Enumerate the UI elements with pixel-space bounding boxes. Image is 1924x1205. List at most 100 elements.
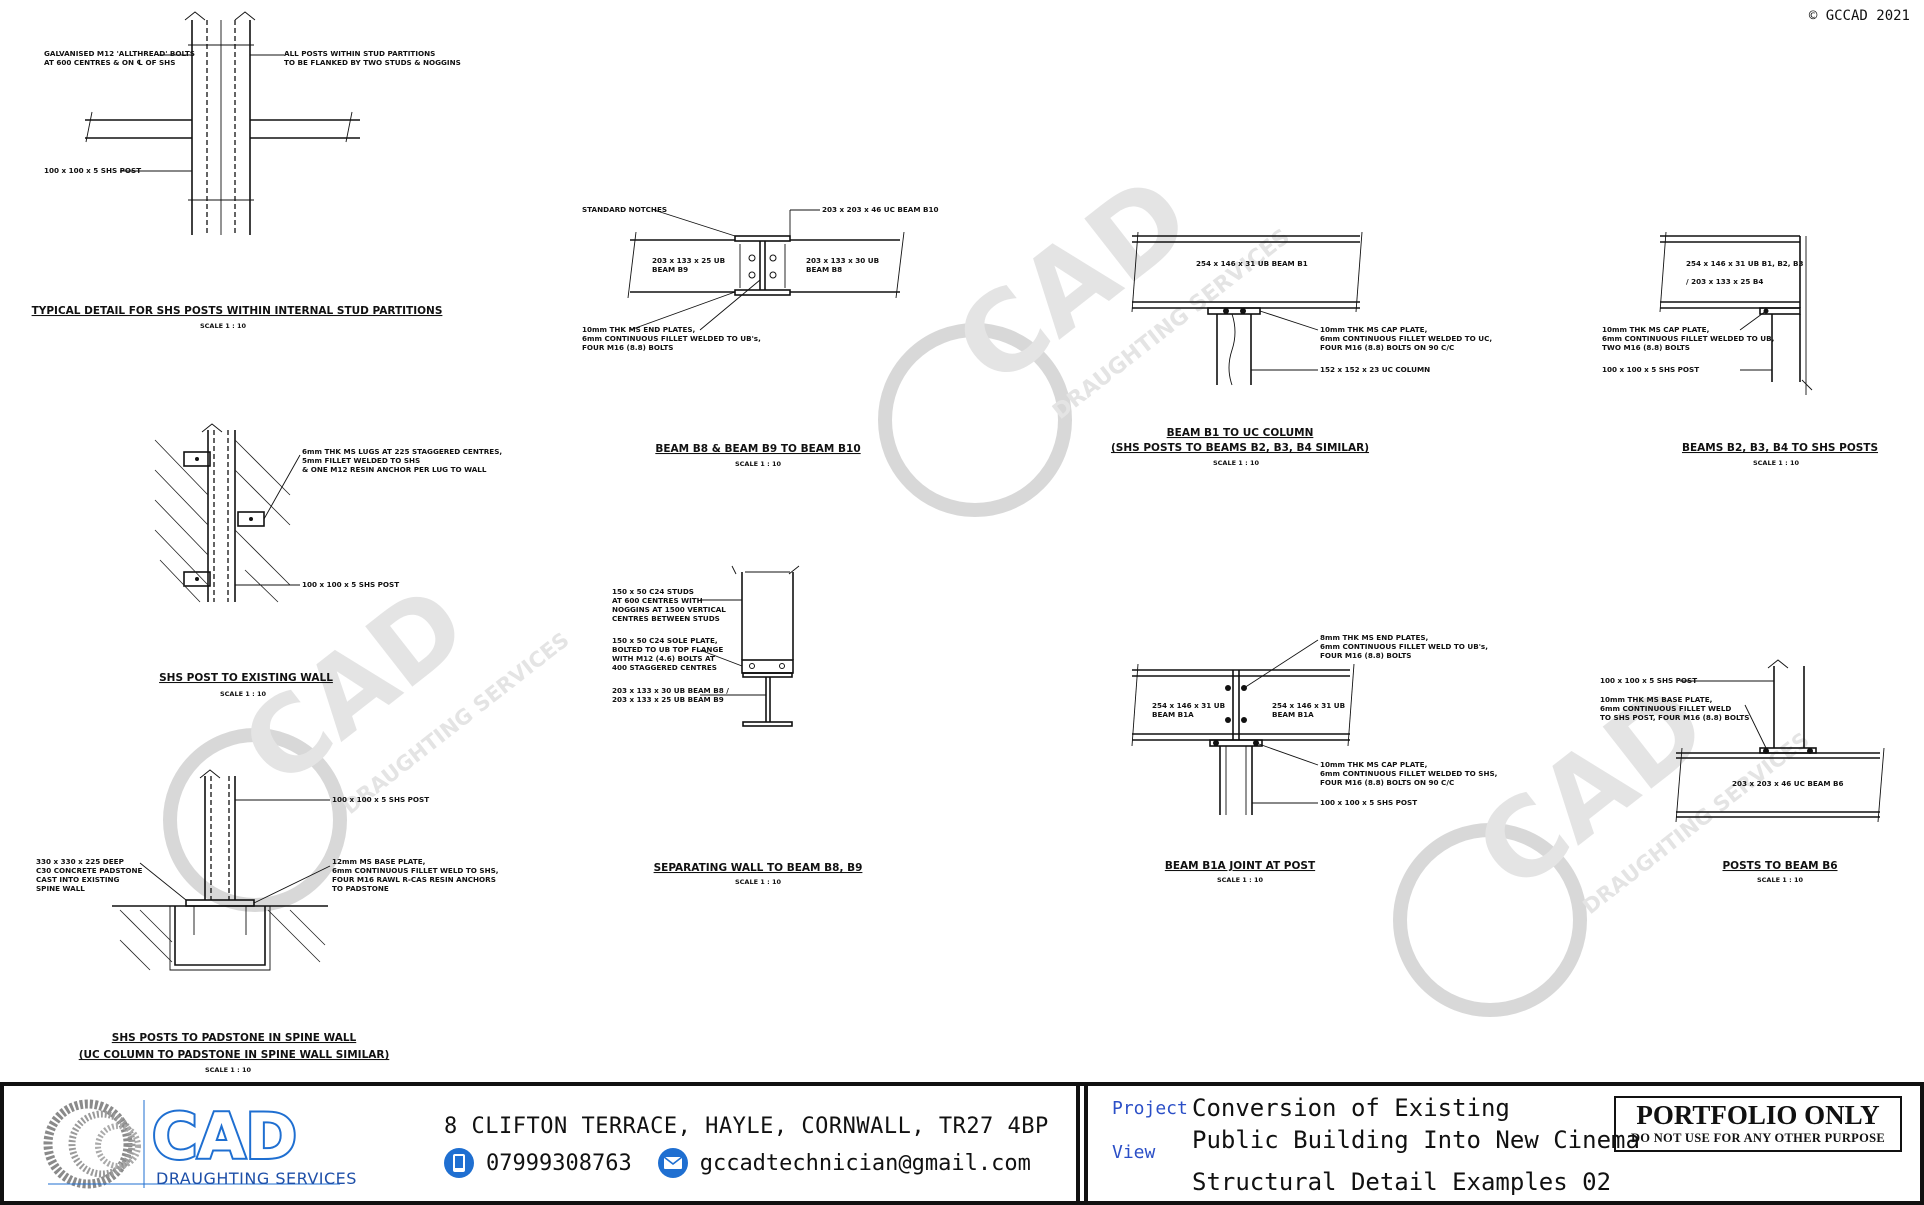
svg-text:GALVANISED M12 'ALLTHREAD' BOL: GALVANISED M12 'ALLTHREAD' BOLTS: [44, 49, 195, 58]
svg-text:400 STAGGERED CENTRES: 400 STAGGERED CENTRES: [612, 663, 717, 672]
svg-text:6mm CONTINUOUS FILLET WELD TO: 6mm CONTINUOUS FILLET WELD TO SHS,: [332, 866, 499, 875]
company-address: 8 CLIFTON TERRACE, HAYLE, CORNWALL, TR27…: [444, 1114, 1049, 1139]
svg-text:10mm THK MS CAP PLATE,: 10mm THK MS CAP PLATE,: [1320, 325, 1427, 334]
svg-text:203 x 133 x 30 UB BEAM B8 /: 203 x 133 x 30 UB BEAM B8 /: [612, 686, 729, 695]
svg-text:10mm THK MS END PLATES,: 10mm THK MS END PLATES,: [582, 325, 695, 334]
svg-text:10mm THK MS CAP PLATE,: 10mm THK MS CAP PLATE,: [1320, 760, 1427, 769]
svg-text:TO SHS POST, FOUR M16 (8.8) BO: TO SHS POST, FOUR M16 (8.8) BOLTS: [1600, 713, 1749, 722]
svg-text:100 x 100 x 5 SHS POST: 100 x 100 x 5 SHS POST: [44, 166, 141, 175]
svg-text:203 x 203 x 46 UC BEAM B6: 203 x 203 x 46 UC BEAM B6: [1732, 779, 1844, 788]
detail-6-subtitle: (SHS POSTS TO BEAMS B2, B3, B4 SIMILAR): [1111, 442, 1369, 454]
contact-row: 07999308763 gccadtechnician@gmail.com: [444, 1148, 1031, 1178]
view-label: View: [1112, 1142, 1156, 1163]
svg-text:6mm CONTINUOUS FILLET WELDED T: 6mm CONTINUOUS FILLET WELDED TO UC,: [1320, 334, 1492, 343]
svg-text:& ONE M12 RESIN ANCHOR PER LUG: & ONE M12 RESIN ANCHOR PER LUG TO WALL: [302, 465, 487, 474]
detail-beams-b2-b3-b4-shs: 254 x 146 x 31 UB B1, B2, B3 / 203 x 133…: [1602, 231, 1878, 467]
svg-text:ALL POSTS WITHIN STUD PARTITIO: ALL POSTS WITHIN STUD PARTITIONS: [284, 49, 435, 58]
detail-posts-beam-b6: 100 x 100 x 5 SHS POST 10mm THK MS BASE …: [1600, 659, 1885, 884]
svg-text:FOUR M16 (8.8) BOLTS: FOUR M16 (8.8) BOLTS: [1320, 651, 1411, 660]
svg-text:SCALE 1 : 10: SCALE 1 : 10: [735, 460, 781, 468]
svg-text:254 x 146 x 31 UB: 254 x 146 x 31 UB: [1152, 701, 1225, 710]
detail-beam-b1a-joint: 8mm THK MS END PLATES, 6mm CONTINUOUS FI…: [1131, 633, 1497, 884]
svg-text:AT 600 CENTRES WITH: AT 600 CENTRES WITH: [612, 596, 703, 605]
title-block-contact: CAD DRAUGHTING SERVICES 8 CLIFTON TERRAC…: [4, 1086, 1080, 1201]
svg-text:100 x 100 x 5 SHS POST: 100 x 100 x 5 SHS POST: [1602, 365, 1699, 374]
svg-text:254 x 146 x 31 UB: 254 x 146 x 31 UB: [1272, 701, 1345, 710]
svg-text:330 x 330 x 225 DEEP: 330 x 330 x 225 DEEP: [36, 857, 124, 866]
portfolio-stamp: PORTFOLIO ONLY DO NOT USE FOR ANY OTHER …: [1614, 1096, 1902, 1152]
detail-3-subtitle: (UC COLUMN TO PADSTONE IN SPINE WALL SIM…: [79, 1049, 390, 1061]
svg-text:203 x 203 x 46 UC BEAM B10: 203 x 203 x 46 UC BEAM B10: [822, 205, 939, 214]
svg-text:TO PADSTONE: TO PADSTONE: [332, 884, 389, 893]
svg-text:SPINE WALL: SPINE WALL: [36, 884, 85, 893]
watermark-brand: CAD: [932, 151, 1213, 410]
detail-separating-wall-beam: 150 x 50 C24 STUDS AT 600 CENTRES WITH N…: [612, 565, 863, 886]
svg-text:100 x 100 x 5 SHS POST: 100 x 100 x 5 SHS POST: [1600, 676, 1697, 685]
watermark-centre: CAD DRAUGHTING SERVICES: [878, 151, 1295, 517]
svg-text:TO BE FLANKED BY TWO STUDS & N: TO BE FLANKED BY TWO STUDS & NOGGINS: [284, 58, 461, 67]
wall-hatch-left: [154, 439, 209, 603]
svg-text:SCALE 1 : 10: SCALE 1 : 10: [735, 878, 781, 886]
svg-text:SCALE 1 : 10: SCALE 1 : 10: [220, 690, 266, 698]
svg-text:CAD: CAD: [220, 562, 489, 809]
svg-text:203 x 133 x 25 UB: 203 x 133 x 25 UB: [652, 256, 725, 265]
svg-text:SCALE 1 : 10: SCALE 1 : 10: [200, 322, 246, 330]
detail-shs-post-stud-partition: GALVANISED M12 'ALLTHREAD' BOLTS AT 600 …: [32, 11, 461, 330]
svg-text:FOUR M16 (8.8) BOLTS: FOUR M16 (8.8) BOLTS: [582, 343, 673, 352]
svg-text:6mm CONTINUOUS FILLET WELD TO: 6mm CONTINUOUS FILLET WELD TO UB's,: [1320, 642, 1488, 651]
svg-text:6mm CONTINUOUS FILLET WELDED T: 6mm CONTINUOUS FILLET WELDED TO UB,: [1602, 334, 1774, 343]
phone-icon: [444, 1148, 474, 1178]
wall-hatch-right: [234, 439, 291, 603]
detail-shs-padstone-spine-wall: 100 x 100 x 5 SHS POST 330 x 330 x 225 D…: [36, 769, 499, 1074]
svg-text:254 x 146 x 31 UB B1, B2, B3: 254 x 146 x 31 UB B1, B2, B3: [1686, 259, 1804, 268]
svg-text:6mm CONTINUOUS FILLET WELDED T: 6mm CONTINUOUS FILLET WELDED TO SHS,: [1320, 769, 1497, 778]
project-name-line-1: Conversion of Existing: [1192, 1094, 1510, 1122]
svg-text:CAST INTO EXISTING: CAST INTO EXISTING: [36, 875, 120, 884]
detail-1-title: TYPICAL DETAIL FOR SHS POSTS WITHIN INTE…: [32, 305, 443, 317]
svg-text:150 x 50 C24 SOLE PLATE,: 150 x 50 C24 SOLE PLATE,: [612, 636, 718, 645]
portfolio-stamp-main: PORTFOLIO ONLY: [1636, 1100, 1880, 1130]
copyright-label: © GCCAD 2021: [1808, 8, 1910, 24]
svg-text:/ 203 x 133 x 25 B4: / 203 x 133 x 25 B4: [1686, 277, 1763, 286]
svg-text:5mm FILLET WELDED TO SHS: 5mm FILLET WELDED TO SHS: [302, 456, 420, 465]
svg-text:12mm MS BASE PLATE,: 12mm MS BASE PLATE,: [332, 857, 425, 866]
svg-text:BEAM B9: BEAM B9: [652, 265, 688, 274]
svg-text:SCALE 1 : 10: SCALE 1 : 10: [1757, 876, 1803, 884]
svg-text:254 x 146 x 31 UB BEAM B1: 254 x 146 x 31 UB BEAM B1: [1196, 259, 1308, 268]
detail-5-title: SEPARATING WALL TO BEAM B8, B9: [654, 862, 863, 874]
svg-text:BEAM B1A: BEAM B1A: [1272, 710, 1314, 719]
svg-text:AT 600 CENTRES & ON ℄ OF SHS: AT 600 CENTRES & ON ℄ OF SHS: [44, 58, 175, 67]
svg-text:6mm CONTINUOUS FILLET WELD: 6mm CONTINUOUS FILLET WELD: [1600, 704, 1731, 713]
phone-number: 07999308763: [486, 1150, 632, 1176]
svg-text:SCALE 1 : 10: SCALE 1 : 10: [205, 1066, 251, 1074]
svg-text:SCALE 1 : 10: SCALE 1 : 10: [1213, 459, 1259, 467]
svg-text:BOLTED TO UB TOP FLANGE: BOLTED TO UB TOP FLANGE: [612, 645, 723, 654]
logo-tagline: DRAUGHTING SERVICES: [156, 1169, 357, 1188]
svg-text:152 x 152 x 23 UC COLUMN: 152 x 152 x 23 UC COLUMN: [1320, 365, 1430, 374]
svg-text:TWO M16 (8.8) BOLTS: TWO M16 (8.8) BOLTS: [1602, 343, 1690, 352]
svg-text:SCALE 1 : 10: SCALE 1 : 10: [1753, 459, 1799, 467]
svg-text:8mm THK MS END PLATES,: 8mm THK MS END PLATES,: [1320, 633, 1428, 642]
svg-text:6mm THK MS LUGS AT 225 STAGGER: 6mm THK MS LUGS AT 225 STAGGERED CENTRES…: [302, 447, 502, 456]
portfolio-stamp-sub: DO NOT USE FOR ANY OTHER PURPOSE: [1630, 1131, 1886, 1145]
logo-wordmark: CAD: [152, 1100, 297, 1173]
svg-text:6mm CONTINUOUS FILLET WELDED T: 6mm CONTINUOUS FILLET WELDED TO UB's,: [582, 334, 761, 343]
svg-text:BEAM B8: BEAM B8: [806, 265, 842, 274]
detail-2-title: SHS POST TO EXISTING WALL: [159, 672, 333, 684]
detail-8-title: BEAMS B2, B3, B4 TO SHS POSTS: [1682, 442, 1878, 454]
svg-text:100 x 100 x 5 SHS POST: 100 x 100 x 5 SHS POST: [302, 580, 399, 589]
svg-text:C30 CONCRETE PADSTONE: C30 CONCRETE PADSTONE: [36, 866, 143, 875]
svg-text:150 x 50 C24 STUDS: 150 x 50 C24 STUDS: [612, 587, 694, 596]
watermark-left: CAD DRAUGHTING SERVICES: [163, 562, 574, 912]
svg-text:WITH M12 (4.6) BOLTS AT: WITH M12 (4.6) BOLTS AT: [612, 654, 715, 663]
svg-text:CENTRES BETWEEN STUDS: CENTRES BETWEEN STUDS: [612, 614, 720, 623]
project-label: Project: [1112, 1098, 1188, 1119]
svg-text:STANDARD NOTCHES: STANDARD NOTCHES: [582, 205, 667, 214]
svg-text:10mm THK MS CAP PLATE,: 10mm THK MS CAP PLATE,: [1602, 325, 1709, 334]
svg-text:BEAM B1A: BEAM B1A: [1152, 710, 1194, 719]
detail-9-title: POSTS TO BEAM B6: [1722, 860, 1837, 872]
email-icon: [657, 1148, 688, 1178]
view-name: Structural Detail Examples 02: [1192, 1168, 1612, 1196]
detail-beam-b8-b9-b10: STANDARD NOTCHES 203 x 203 x 46 UC BEAM …: [582, 205, 939, 468]
